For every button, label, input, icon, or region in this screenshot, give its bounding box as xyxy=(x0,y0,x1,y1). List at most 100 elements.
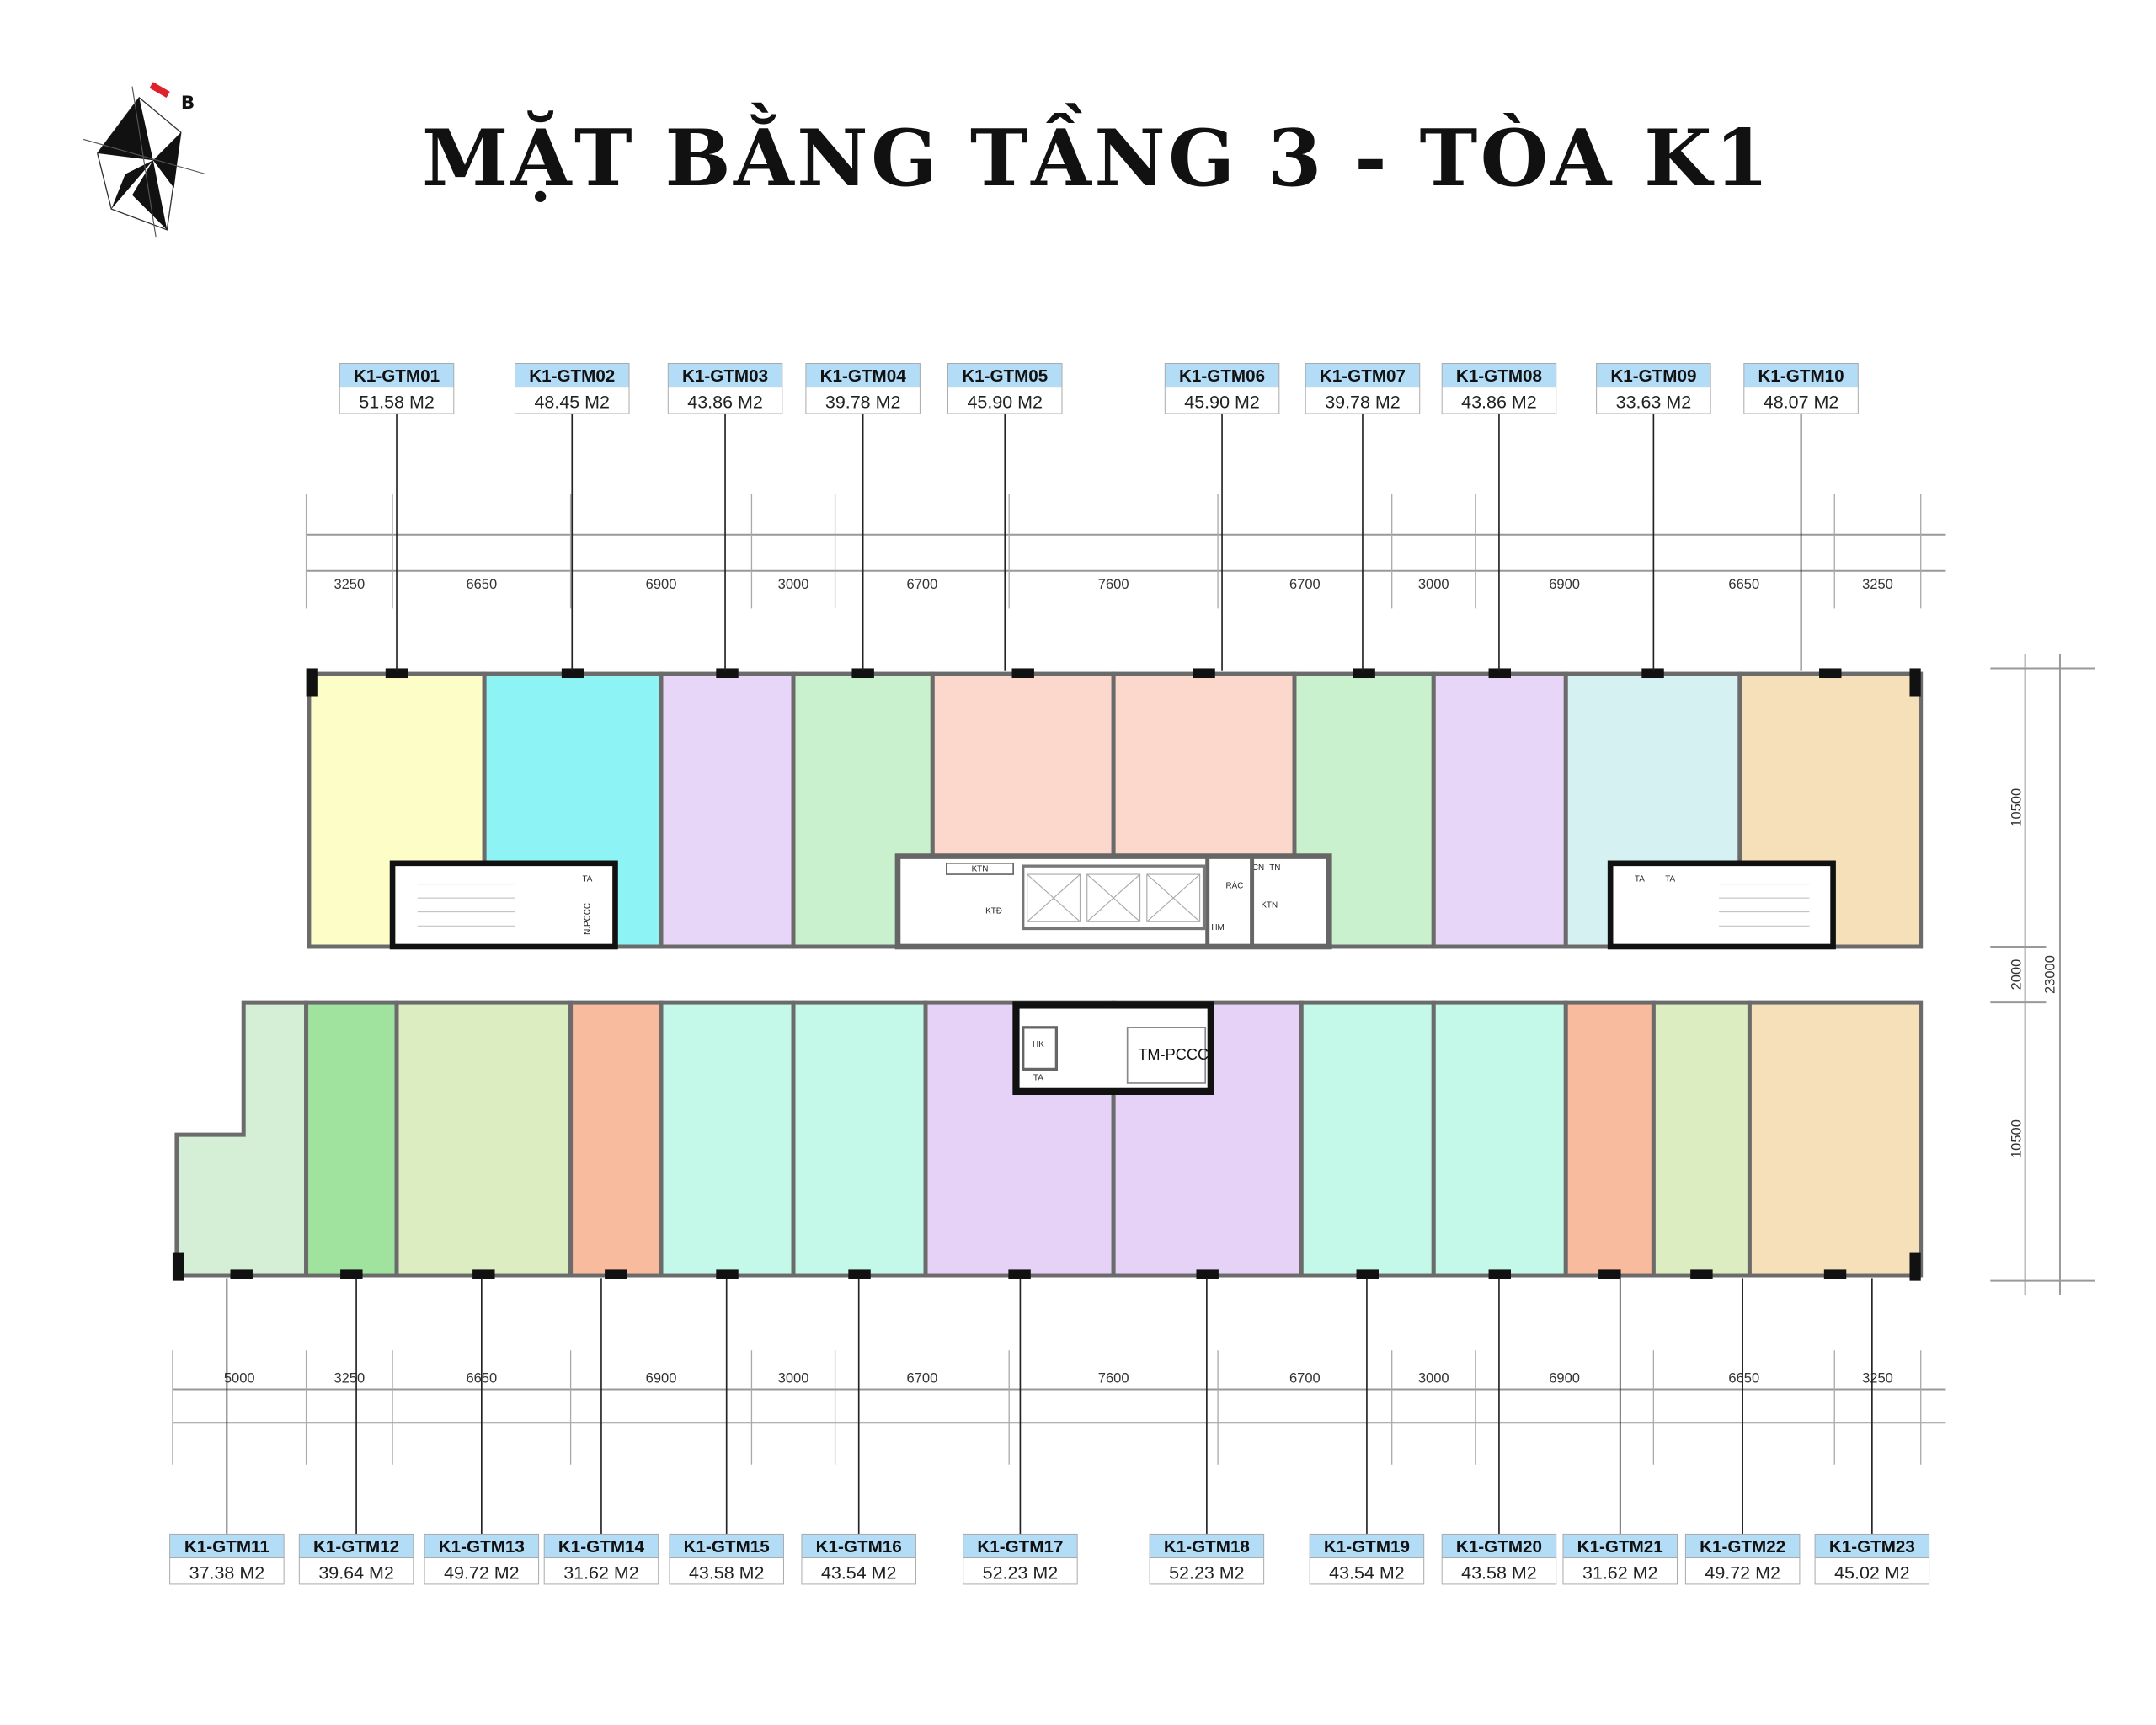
column xyxy=(385,668,408,679)
column xyxy=(1356,1269,1379,1279)
column xyxy=(561,668,584,679)
unit-id: K1-GTM01 xyxy=(354,366,440,386)
unit-area-box xyxy=(667,387,783,414)
unit-label[interactable]: K1-GTM15 43.58 M2 xyxy=(669,1278,784,1585)
unit-id-box xyxy=(1149,1533,1265,1559)
unit-area: 43.86 M2 xyxy=(687,392,763,412)
unit-id-box xyxy=(669,1533,784,1559)
unit-area-box xyxy=(1684,1557,1801,1585)
unit-id-box xyxy=(1309,1533,1425,1559)
dim-label-top: 6700 xyxy=(907,576,938,592)
unit-area: 51.58 M2 xyxy=(359,392,435,412)
unit-area: 48.07 M2 xyxy=(1764,392,1839,412)
unit-area-box xyxy=(514,387,630,414)
unit-area-box xyxy=(1743,387,1859,414)
unit-k1-gtm22[interactable] xyxy=(1651,1000,1752,1278)
unit-k1-gtm23[interactable] xyxy=(1747,1000,1924,1278)
logo-text: B xyxy=(181,93,195,114)
dim-label-top: 3000 xyxy=(1418,576,1449,592)
unit-k1-gtm12[interactable] xyxy=(304,1000,399,1278)
unit-id-box xyxy=(1743,363,1859,388)
unit-area: 31.62 M2 xyxy=(563,1562,639,1583)
unit-k1-gtm14[interactable] xyxy=(568,1000,664,1278)
unit-area-box xyxy=(1305,387,1421,414)
unit-id-box xyxy=(1596,363,1711,388)
unit-k1-gtm03[interactable] xyxy=(659,671,796,949)
room-ta: TA xyxy=(1033,1074,1043,1083)
unit-id-box xyxy=(1441,1533,1557,1559)
unit-area: 43.86 M2 xyxy=(1461,392,1537,412)
unit-area-box xyxy=(1164,387,1280,414)
room-ta-right-2: TA xyxy=(1665,874,1675,884)
dim-label-bottom: 3000 xyxy=(1418,1370,1449,1386)
dim-label-top: 3250 xyxy=(334,576,365,592)
column xyxy=(230,1269,253,1279)
unit-id-box xyxy=(543,1533,659,1559)
core-bottom: HK TA TM-PCCC xyxy=(1012,1001,1214,1095)
column xyxy=(1008,1269,1031,1279)
unit-area: 39.64 M2 xyxy=(318,1562,394,1583)
page-title: MẶT BẰNG TẦNG 3 - TÒA K1 xyxy=(422,104,1772,204)
unit-k1-gtm20[interactable] xyxy=(1431,1000,1568,1278)
unit-area-box xyxy=(1441,387,1557,414)
unit-k1-gtm16[interactable] xyxy=(791,1000,928,1278)
unit-id-box xyxy=(805,363,921,388)
room-cn: CN xyxy=(1252,863,1264,873)
column xyxy=(472,1269,495,1279)
dim-label-bottom: 3000 xyxy=(778,1370,809,1386)
unit-area-box xyxy=(1309,1557,1425,1585)
unit-area: 43.58 M2 xyxy=(689,1562,765,1583)
column xyxy=(716,1269,739,1279)
unit-k1-gtm19[interactable] xyxy=(1299,1000,1436,1278)
unit-id-box xyxy=(1164,363,1280,388)
unit-k1-gtm21[interactable] xyxy=(1563,1000,1656,1278)
unit-id: K1-GTM11 xyxy=(184,1537,270,1557)
room-ktn: KTN xyxy=(972,865,989,874)
unit-label[interactable]: K1-GTM07 39.78 M2 xyxy=(1305,363,1421,671)
stair-right: TA TA xyxy=(1607,860,1836,950)
unit-area-box xyxy=(424,1557,540,1585)
unit-area-box xyxy=(543,1557,659,1585)
column xyxy=(1641,668,1664,679)
unit-area: 39.78 M2 xyxy=(1325,392,1401,412)
dim-label-bottom: 3250 xyxy=(1862,1370,1893,1386)
unit-id: K1-GTM20 xyxy=(1456,1537,1542,1557)
unit-area: 43.54 M2 xyxy=(821,1562,897,1583)
unit-k1-gtm13[interactable] xyxy=(394,1000,574,1278)
unit-k1-gtm08[interactable] xyxy=(1431,671,1568,949)
unit-area: 52.23 M2 xyxy=(1169,1562,1245,1583)
room-tn: TN xyxy=(1269,863,1280,873)
unit-id: K1-GTM07 xyxy=(1320,366,1406,386)
unit-id: K1-GTM15 xyxy=(684,1537,770,1557)
unit-k1-gtm15[interactable] xyxy=(659,1000,796,1278)
column xyxy=(605,1269,627,1279)
unit-id: K1-GTM19 xyxy=(1324,1537,1410,1557)
unit-k1-gtm11[interactable] xyxy=(174,1000,309,1278)
unit-area-box xyxy=(1596,387,1711,414)
unit-label[interactable]: K1-GTM01 51.58 M2 xyxy=(339,363,455,671)
dim-label-bottom: 6700 xyxy=(1289,1370,1321,1386)
room-ta-right-1: TA xyxy=(1635,874,1645,884)
